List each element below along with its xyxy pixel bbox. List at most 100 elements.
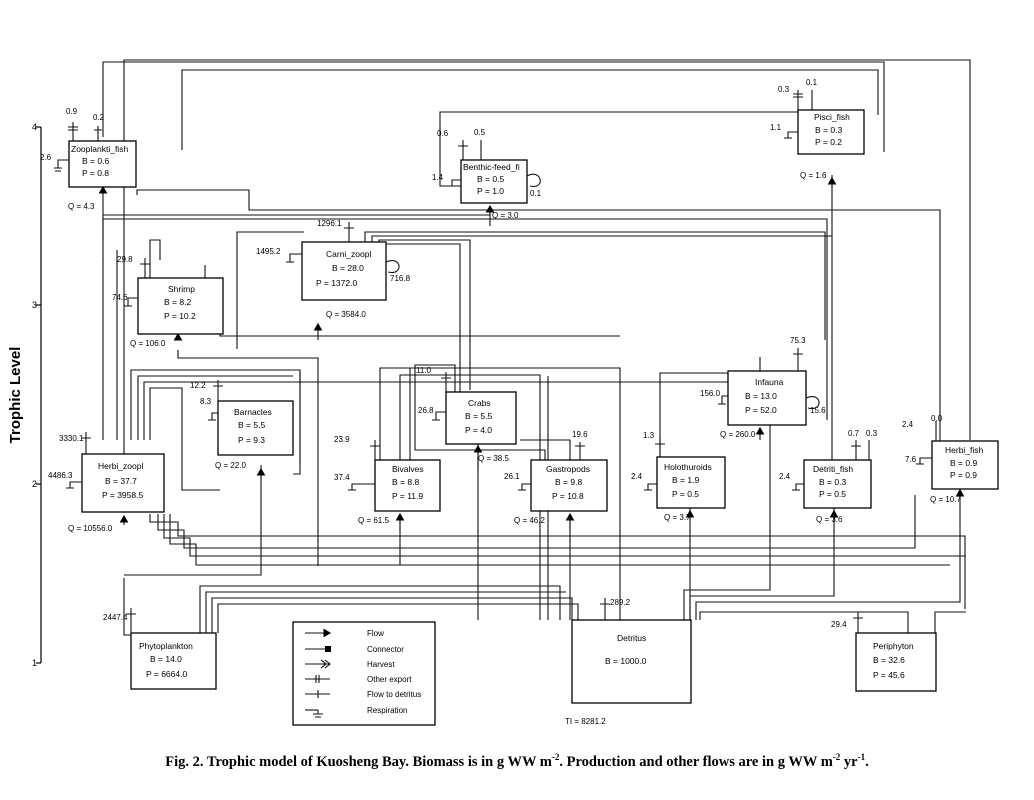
flow-to-detritus-value: 1.3 — [643, 431, 655, 440]
consumption-value: Q = 10556.0 — [68, 524, 113, 533]
box-title: Crabs — [468, 398, 491, 408]
biomass-value: B = 13.0 — [745, 391, 777, 401]
caption-part-1: Fig. 2. Trophic model of Kuosheng Bay. B… — [165, 753, 552, 770]
production-value: P = 6664.0 — [146, 669, 187, 679]
box-title: Periphyton — [873, 641, 914, 651]
tick-3: 3 — [32, 300, 37, 310]
flow-to-detritus-value: 2.4 — [902, 420, 914, 429]
production-value: P = 0.8 — [82, 168, 109, 178]
flow-to-detritus-value: 19.6 — [572, 430, 588, 439]
box-phytoplankton: Phytoplankton B = 14.0 P = 6664.0 2447.4 — [103, 608, 217, 690]
flow-to-detritus-value: 75.3 — [790, 336, 806, 345]
production-value: P = 4.0 — [465, 425, 492, 435]
box-detriti-fish: Detriti_fish B = 0.3 P = 0.5 Q = 3.6 0.7… — [779, 429, 878, 524]
respiration-value: 7.6 — [905, 455, 917, 464]
biomass-value: B = 14.0 — [150, 654, 182, 664]
biomass-value: B = 0.3 — [819, 477, 846, 487]
box-carni-zoopl: Carni_zoopl B = 28.0 P = 1372.0 Q = 3584… — [256, 219, 411, 319]
box-title: Detritus — [617, 633, 646, 643]
box-zooplankti-fish: Zooplankti_fish B = 0.6 P = 0.8 Q = 4.3 … — [40, 107, 137, 211]
caption-sup-3: -1 — [857, 752, 866, 762]
box-herbi-zoopl: Herbi_zoopl B = 37.7 P = 3958.5 Q = 1055… — [48, 432, 165, 533]
box-title: Pisci_fish — [814, 112, 850, 122]
respiration-value: 4486.3 — [48, 471, 73, 480]
box-title: Bivalves — [392, 464, 424, 474]
consumption-value: Q = 22.0 — [215, 461, 246, 470]
box-title: Detriti_fish — [813, 464, 853, 474]
production-value: P = 1.0 — [477, 186, 504, 196]
box-title: Holothuroids — [664, 462, 712, 472]
cannibalism-value: 716.8 — [390, 274, 411, 283]
respiration-value: 26.1 — [504, 472, 520, 481]
caption-part-2: . Production and other flows are in g WW… — [559, 753, 833, 770]
flow-to-detritus-value: 2447.4 — [103, 613, 128, 622]
box-title: Herbi_fish — [945, 445, 984, 455]
consumption-value: Q = 61.5 — [358, 516, 389, 525]
flow-to-detritus-value: 11.0 — [416, 366, 432, 375]
respiration-value: 1495.2 — [256, 247, 281, 256]
production-value: P = 3958.5 — [102, 490, 143, 500]
box-gastropods: Gastropods B = 9.8 P = 10.8 Q = 46.2 19.… — [504, 430, 608, 525]
tick-1: 1 — [32, 658, 37, 668]
biomass-value: B = 0.9 — [950, 458, 977, 468]
production-value: P = 11.9 — [392, 491, 423, 501]
biomass-value: B = 32.6 — [873, 655, 905, 665]
production-value: P = 1372.0 — [316, 278, 357, 288]
biomass-value: B = 5.5 — [238, 420, 265, 430]
trophic-level-axis: 4 3 2 1 Trophic Level — [7, 122, 42, 668]
biomass-value: B = 37.7 — [105, 476, 137, 486]
respiration-value: 26.8 — [418, 406, 434, 415]
consumption-value: Q = 106.0 — [130, 339, 166, 348]
legend-flow-to-detritus: Flow to detritus — [367, 690, 421, 699]
production-value: P = 0.5 — [672, 489, 699, 499]
biomass-value: B = 0.5 — [477, 174, 504, 184]
respiration-value: 2.4 — [631, 472, 643, 481]
biomass-value: B = 8.8 — [392, 477, 419, 487]
biomass-value: B = 28.0 — [332, 263, 364, 273]
box-infauna: Infauna B = 13.0 P = 52.0 Q = 260.0 75.3… — [700, 336, 826, 439]
box-title: Infauna — [755, 377, 784, 387]
tick-4: 4 — [32, 122, 37, 132]
production-value: P = 0.5 — [819, 489, 846, 499]
cannibalism-value: 0.1 — [530, 189, 542, 198]
production-value: P = 45.6 — [873, 670, 905, 680]
biomass-value: B = 0.3 — [815, 125, 842, 135]
respiration-value: 2.4 — [779, 472, 791, 481]
box-title: Herbi_zoopl — [98, 461, 143, 471]
box-bivalves: Bivalves B = 8.8 P = 11.9 Q = 61.5 23.9 … — [334, 435, 441, 525]
harvest-value: 0.2 — [93, 113, 105, 122]
box-periphyton: Periphyton B = 32.6 P = 45.6 29.4 — [831, 612, 937, 692]
box-title: Phytoplankton — [139, 641, 193, 651]
harvest-value: 0.0 — [931, 414, 943, 423]
box-holothuroids: Holothuroids B = 1.9 P = 0.5 Q = 3.7 1.3… — [631, 431, 726, 522]
respiration-value: 1.4 — [432, 173, 444, 182]
legend-respiration: Respiration — [367, 706, 407, 715]
caption-part-4: . — [865, 753, 869, 770]
consumption-value: Q = 260.0 — [720, 430, 756, 439]
consumption-value: Q = 10.7 — [930, 495, 961, 504]
consumption-value: Q = 3584.0 — [326, 310, 366, 319]
harvest-value: 0.3 — [866, 429, 878, 438]
caption-sup-2: -2 — [832, 752, 841, 762]
consumption-value: Q = 4.3 — [68, 202, 95, 211]
figure-caption: Fig. 2. Trophic model of Kuosheng Bay. B… — [0, 752, 1034, 771]
box-title: Zooplankti_fish — [71, 144, 128, 154]
tick-2: 2 — [32, 479, 37, 489]
flow-arrows — [98, 176, 965, 530]
production-value: P = 10.2 — [164, 311, 196, 321]
harvest-value: 0.5 — [474, 128, 486, 137]
biomass-value: B = 8.2 — [164, 297, 191, 307]
production-value: P = 10.8 — [552, 491, 584, 501]
consumption-value: Q = 46.2 — [514, 516, 545, 525]
production-value: P = 9.3 — [238, 435, 265, 445]
box-detritus: Detritus B = 1000.0 289.2 — [571, 598, 692, 704]
flow-to-detritus-value: 0.6 — [437, 129, 449, 138]
consumption-value: Q = 3.6 — [816, 515, 843, 524]
consumption-value: Q = 38.5 — [478, 454, 509, 463]
respiration-value: 1.1 — [770, 123, 782, 132]
total-input-label: TI = 8281.2 — [565, 717, 606, 726]
respiration-value: 74.6 — [112, 293, 128, 302]
biomass-value: B = 1.9 — [672, 475, 699, 485]
cannibalism-value: 15.6 — [810, 406, 826, 415]
